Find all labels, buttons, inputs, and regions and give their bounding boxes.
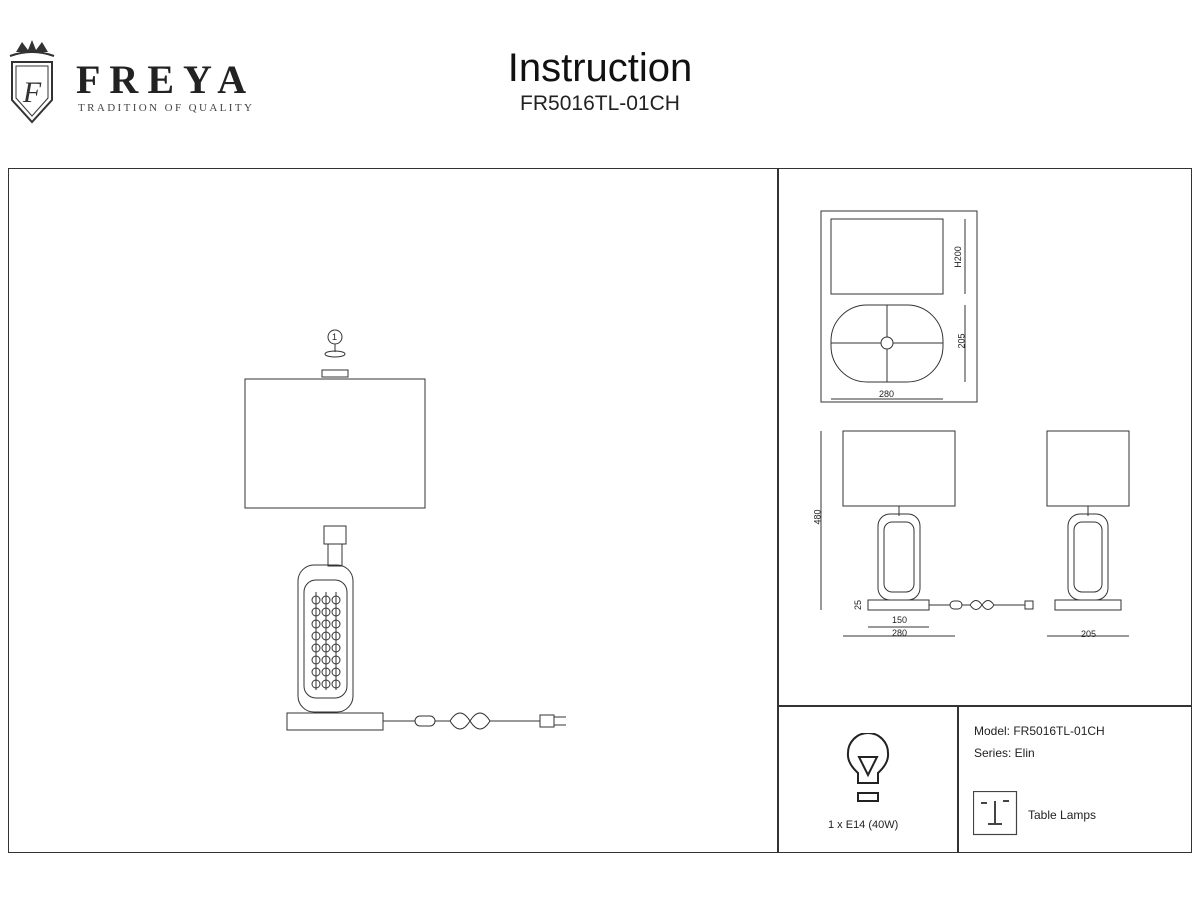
lamp-base bbox=[286, 712, 384, 731]
crystal-bead bbox=[321, 655, 331, 665]
freya-logo-crest-icon: F bbox=[9, 40, 55, 124]
table-lamp-category-icon bbox=[973, 791, 1018, 836]
step-number: 1 bbox=[332, 332, 338, 342]
crystal-bead bbox=[331, 679, 341, 689]
dim-total-height: 480 bbox=[812, 509, 823, 525]
crystal-bead bbox=[311, 667, 321, 677]
crystal-bead bbox=[311, 643, 321, 653]
crystal-bead bbox=[321, 631, 331, 641]
lamp-shade bbox=[244, 378, 426, 509]
brand-name: FREYA bbox=[76, 57, 256, 102]
model-label: Model: FR5016TL-01CH bbox=[974, 724, 1105, 738]
crystal-bead bbox=[321, 607, 331, 617]
assembly-drawing bbox=[244, 329, 566, 731]
dim-side-width: 205 bbox=[1081, 629, 1097, 639]
crystal-bead bbox=[331, 619, 341, 629]
dim-shade-height: H200 bbox=[952, 246, 963, 268]
crystal-bead bbox=[331, 655, 341, 665]
dim-base-width: 150 bbox=[892, 615, 908, 625]
crystal-bead bbox=[321, 619, 331, 629]
light-bulb-icon bbox=[846, 733, 890, 802]
crystal-bead bbox=[331, 667, 341, 677]
switch-icon bbox=[414, 715, 436, 727]
model-code: FR5016TL-01CH bbox=[520, 92, 680, 115]
dim-shade-depth: 205 bbox=[956, 333, 967, 349]
crystal-bead bbox=[331, 643, 341, 653]
crystal-beads bbox=[311, 592, 341, 690]
crystal-bead bbox=[321, 643, 331, 653]
shade-top-fitting bbox=[321, 369, 349, 378]
dimension-drawing-views bbox=[820, 430, 1130, 637]
lamp-body-frame bbox=[297, 564, 354, 713]
crystal-bead bbox=[311, 607, 321, 617]
crystal-bead bbox=[321, 667, 331, 677]
bulb-spec: 1 x E14 (40W) bbox=[828, 819, 899, 831]
crystal-bead bbox=[321, 679, 331, 689]
power-cord bbox=[383, 712, 540, 730]
crystal-bead bbox=[321, 595, 331, 605]
divider-vertical bbox=[777, 168, 779, 853]
plug-icon bbox=[539, 714, 555, 728]
category-label: Table Lamps bbox=[1028, 808, 1097, 822]
crystal-bead bbox=[311, 631, 321, 641]
series-label: Series: Elin bbox=[974, 746, 1035, 760]
divider-info bbox=[957, 705, 959, 853]
dim-shade-width: 280 bbox=[879, 389, 895, 399]
dimension-drawing-top bbox=[820, 210, 978, 403]
dim-front-width: 280 bbox=[892, 628, 908, 638]
crystal-bead bbox=[311, 619, 321, 629]
dim-base-height: 25 bbox=[853, 599, 864, 611]
crystal-bead bbox=[311, 595, 321, 605]
crystal-bead bbox=[311, 679, 321, 689]
socket bbox=[323, 525, 347, 545]
crystal-bead bbox=[311, 655, 321, 665]
page-title: Instruction bbox=[507, 46, 693, 90]
brand-tagline: TRADITION OF QUALITY bbox=[78, 102, 255, 114]
svg-text:F: F bbox=[22, 76, 42, 109]
crystal-bead bbox=[331, 607, 341, 617]
main-frame bbox=[8, 168, 1192, 853]
crystal-bead bbox=[331, 631, 341, 641]
crystal-bead bbox=[331, 595, 341, 605]
divider-horizontal bbox=[777, 705, 1192, 707]
